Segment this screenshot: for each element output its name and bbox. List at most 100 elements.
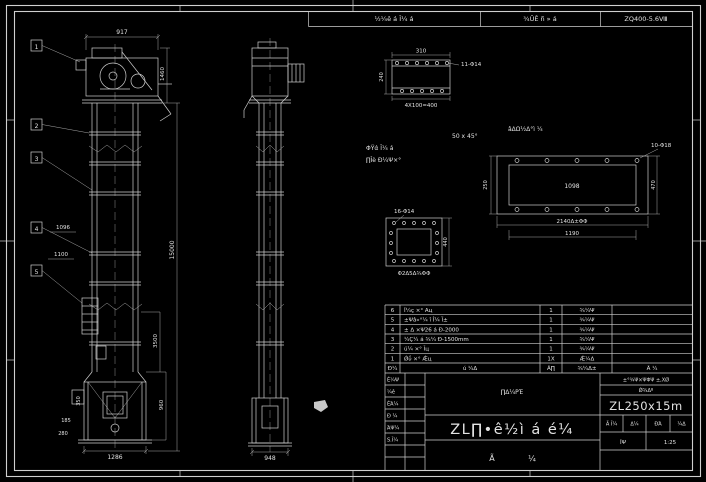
balloon-1: 1	[30, 39, 81, 63]
table-row: 3 ¼Ç¼ á ¾¼ Ð-1500mm 1 ¾¼Ψ	[391, 336, 595, 343]
model-number: ZL250x15m	[609, 399, 682, 413]
row-qty: 1	[549, 327, 553, 333]
row-name: ¼Ç¼ á ¾¼ Ð-1500mm	[404, 336, 469, 343]
detail-c-dim-bottom: Φ2Δ5Δ¾ΦΦ	[398, 271, 432, 277]
title-block: É¼Ψ ¼ê ÉΆ¼ Ð ¼ ΆΨ¼ S.Ĭ¼ ∏Δ¼ΡΈ ZL∏•ê½ì á …	[385, 373, 693, 471]
right-note-1: ±°¾Ψ×ΨΦΨ ±,XØ	[623, 377, 669, 384]
note-line-2: ∏Îè Ð¼Ψ×°	[366, 157, 401, 164]
dim-boot-left-a: 185	[61, 418, 71, 424]
row-material: ¾¼Ψ	[580, 318, 596, 324]
row-material: ¾¼Ψ	[580, 347, 596, 353]
table-row: 1 Ǿΰ ×° Ǽц 1X Ǽ¼Δ	[391, 354, 595, 362]
dim-head-height: 1460	[160, 67, 166, 81]
header-qty: Ã∏	[547, 365, 555, 372]
row-qty: 1	[549, 347, 553, 353]
inlet-hopper	[81, 297, 99, 335]
detail-view-a: 240 310 4X100=400 11-Φ14	[379, 49, 482, 110]
dim-boot-height: 960	[159, 399, 165, 410]
detail-b-dim-bottom-outer: 2140Δ±ΦΦ	[556, 219, 588, 225]
row-name: Ǿΰ ×° Ǽц	[404, 354, 432, 362]
dim-mid-height: 3500	[153, 334, 159, 348]
row-name: ±Ψâ»°¼ î Î¼ Ϊ±	[404, 317, 448, 324]
detail-b-dim-right: 470	[651, 180, 657, 190]
balloon-1-label: 1	[35, 44, 39, 51]
dim-left-a: 1096	[56, 225, 70, 231]
detail-view-b: âΔΩ½Δ°ì ¼ 10-Φ18 1098 470 250 2140Δ±ΦΦ 1…	[483, 126, 672, 240]
sheet-note-right: ¼	[528, 454, 536, 463]
sig-row-6: S.Ĭ¼	[387, 437, 398, 444]
detail-c-dim-right: 440	[443, 237, 449, 247]
strip-cell-1: ½¼ê á Î¼ á	[375, 14, 414, 23]
detail-a-dim-top: 310	[416, 49, 427, 55]
row-material: Ǽ¼Δ	[580, 354, 595, 362]
balloon-5-label: 5	[35, 269, 39, 276]
scale-label: ĬΨ	[619, 439, 627, 446]
strip-cell-2: ¾ÛÊ ñ » á	[523, 14, 556, 23]
row-qty: 1	[549, 337, 553, 343]
row-name: ± Δ ×Ψ26 á Ð-2000	[404, 326, 459, 333]
sheet-note-left: Ã	[489, 453, 495, 463]
header-material: ¾¼Δ±	[577, 366, 596, 372]
row-no: 4	[391, 327, 395, 333]
balloon-3-label: 3	[35, 156, 39, 163]
dim-boot-side: 350	[76, 396, 82, 406]
header-name: ú ¼Δ	[463, 365, 478, 372]
detail-b-dim-bottom-inner: 1190	[565, 231, 579, 237]
row-qty: 1	[549, 308, 553, 314]
info-cell-3: ÐΆ	[654, 421, 662, 428]
drawing-title: ZL∏•ê½ì á é¼	[450, 422, 574, 438]
row-material: ¾¼Ψ	[580, 308, 596, 314]
row-qty: 1X	[547, 356, 554, 362]
detail-a-dim-bottom: 4X100=400	[405, 103, 438, 109]
detail-b-title: âΔΩ½Δ°ì ¼	[508, 126, 543, 133]
row-name: ú¼ ×° Ĭц	[404, 346, 429, 353]
info-cell-1: Ä Ĭ¼	[606, 421, 617, 428]
right-note-2: Ǿ¾Δº	[639, 387, 654, 394]
detail-a-dim-left: 240	[379, 72, 385, 82]
scale-value: 1:25	[664, 440, 677, 446]
detail-a-holes-label: 11-Φ14	[461, 62, 482, 68]
note-line-1: ΦΫά Î¼ á	[366, 145, 394, 152]
row-qty: 1	[549, 318, 553, 324]
header-no: Ð¼	[388, 366, 398, 372]
info-cell-2: Δ¼	[630, 422, 638, 428]
dim-boot-left-b: 280	[58, 431, 68, 437]
side-dim-base-width: 948	[264, 455, 276, 462]
title-block-note: ∏Δ¼ΡΈ	[501, 389, 524, 396]
dim-base-width: 1286	[107, 454, 122, 461]
side-view: 948	[243, 38, 305, 462]
row-material: ¾¼Ψ	[580, 337, 596, 343]
info-cell-4: ¼Δ	[677, 422, 686, 428]
row-name: Ĭ¼ç ×° Ац	[403, 307, 433, 314]
drive-pulley-circle	[99, 62, 127, 90]
top-revision-strip: ½¼ê á Î¼ á ¾ÛÊ ñ » á ZQ400-5.6Ⅷ	[308, 11, 693, 27]
sig-row-1: É¼Ψ	[387, 376, 399, 384]
balloon-3: 3	[30, 151, 93, 191]
table-row: 6 Ĭ¼ç ×° Ац 1 ¾¼Ψ	[391, 307, 595, 314]
table-row: 4 ± Δ ×Ψ26 á Ð-2000 1 ¾¼Ψ	[391, 326, 595, 333]
table-header-row: Ð¼ ú ¼Δ Ã∏ ¾¼Δ± Ã ¼	[388, 365, 658, 372]
front-view: 917 1 2 3 4	[30, 29, 180, 461]
detail-notes: ΦΫά Î¼ á ∏Îè Ð¼Ψ×° 50 x 45°	[366, 133, 478, 164]
table-row: 2 ú¼ ×° Ĭц 1 ¾¼Ψ	[391, 346, 595, 353]
detail-c-holes-label: 16-Φ14	[394, 209, 415, 215]
row-no: 6	[391, 308, 395, 314]
header-note: Ã ¼	[647, 365, 659, 372]
balloon-5: 5	[30, 264, 83, 304]
detail-b-holes-label: 10-Φ18	[651, 143, 672, 149]
row-no: 2	[391, 347, 395, 353]
detail-view-c: 16-Φ14 440 Φ2Δ5Δ¾ΦΦ	[385, 209, 452, 277]
row-no: 5	[391, 318, 395, 324]
sig-row-3: ÉΆ¼	[387, 400, 399, 408]
detail-b-dim-left: 250	[483, 180, 489, 190]
balloon-2-label: 2	[35, 123, 39, 130]
sig-row-2: ¼ê	[387, 389, 395, 396]
row-no: 3	[391, 337, 395, 343]
detail-b-inner-dim: 1098	[564, 183, 579, 190]
strip-cell-3-gearbox-model: ZQ400-5.6Ⅷ	[624, 15, 667, 23]
balloon-2: 2	[30, 118, 90, 134]
parts-table: 6 Ĭ¼ç ×° Ац 1 ¾¼Ψ 5 ±Ψâ»°¼ î Î¼ Ϊ± 1 ¾¼Ψ…	[384, 304, 693, 471]
